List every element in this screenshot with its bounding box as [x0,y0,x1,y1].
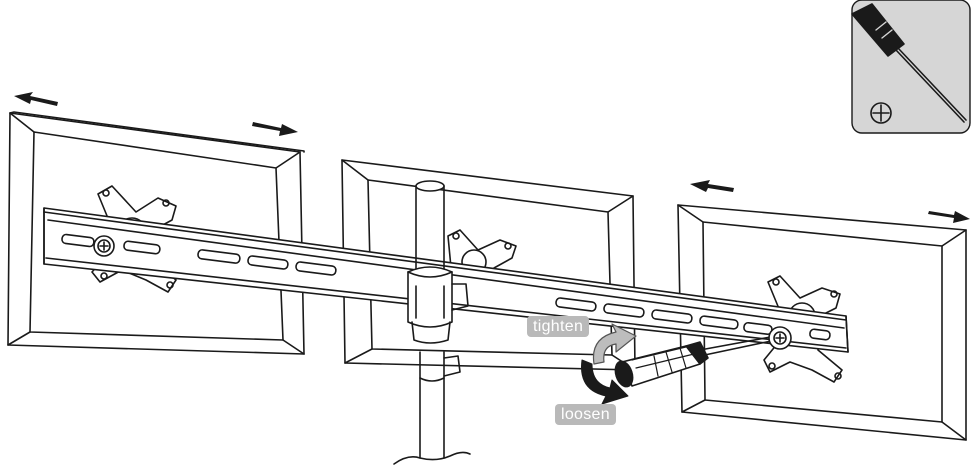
loosen-label: loosen [555,404,616,425]
right-rail-knob [768,326,792,350]
left-rail-knob [93,235,115,257]
arrow-icon [928,211,970,223]
rotate-clockwise-arrow-icon [592,323,637,365]
arrow-icon [690,180,734,192]
arrow-icon [14,92,58,106]
tighten-label: tighten [527,316,590,337]
tool-inset [851,0,971,134]
phillips-head-symbol-icon [870,102,892,124]
screwdriver-icon [614,326,792,388]
phillips-screwdriver-icon [851,3,967,123]
arrow-icon [252,122,298,136]
rotate-counterclockwise-arrow-icon [581,359,629,405]
pole-clamp [407,266,469,344]
mounting-pole [393,180,471,465]
slide-arrows [14,92,970,223]
